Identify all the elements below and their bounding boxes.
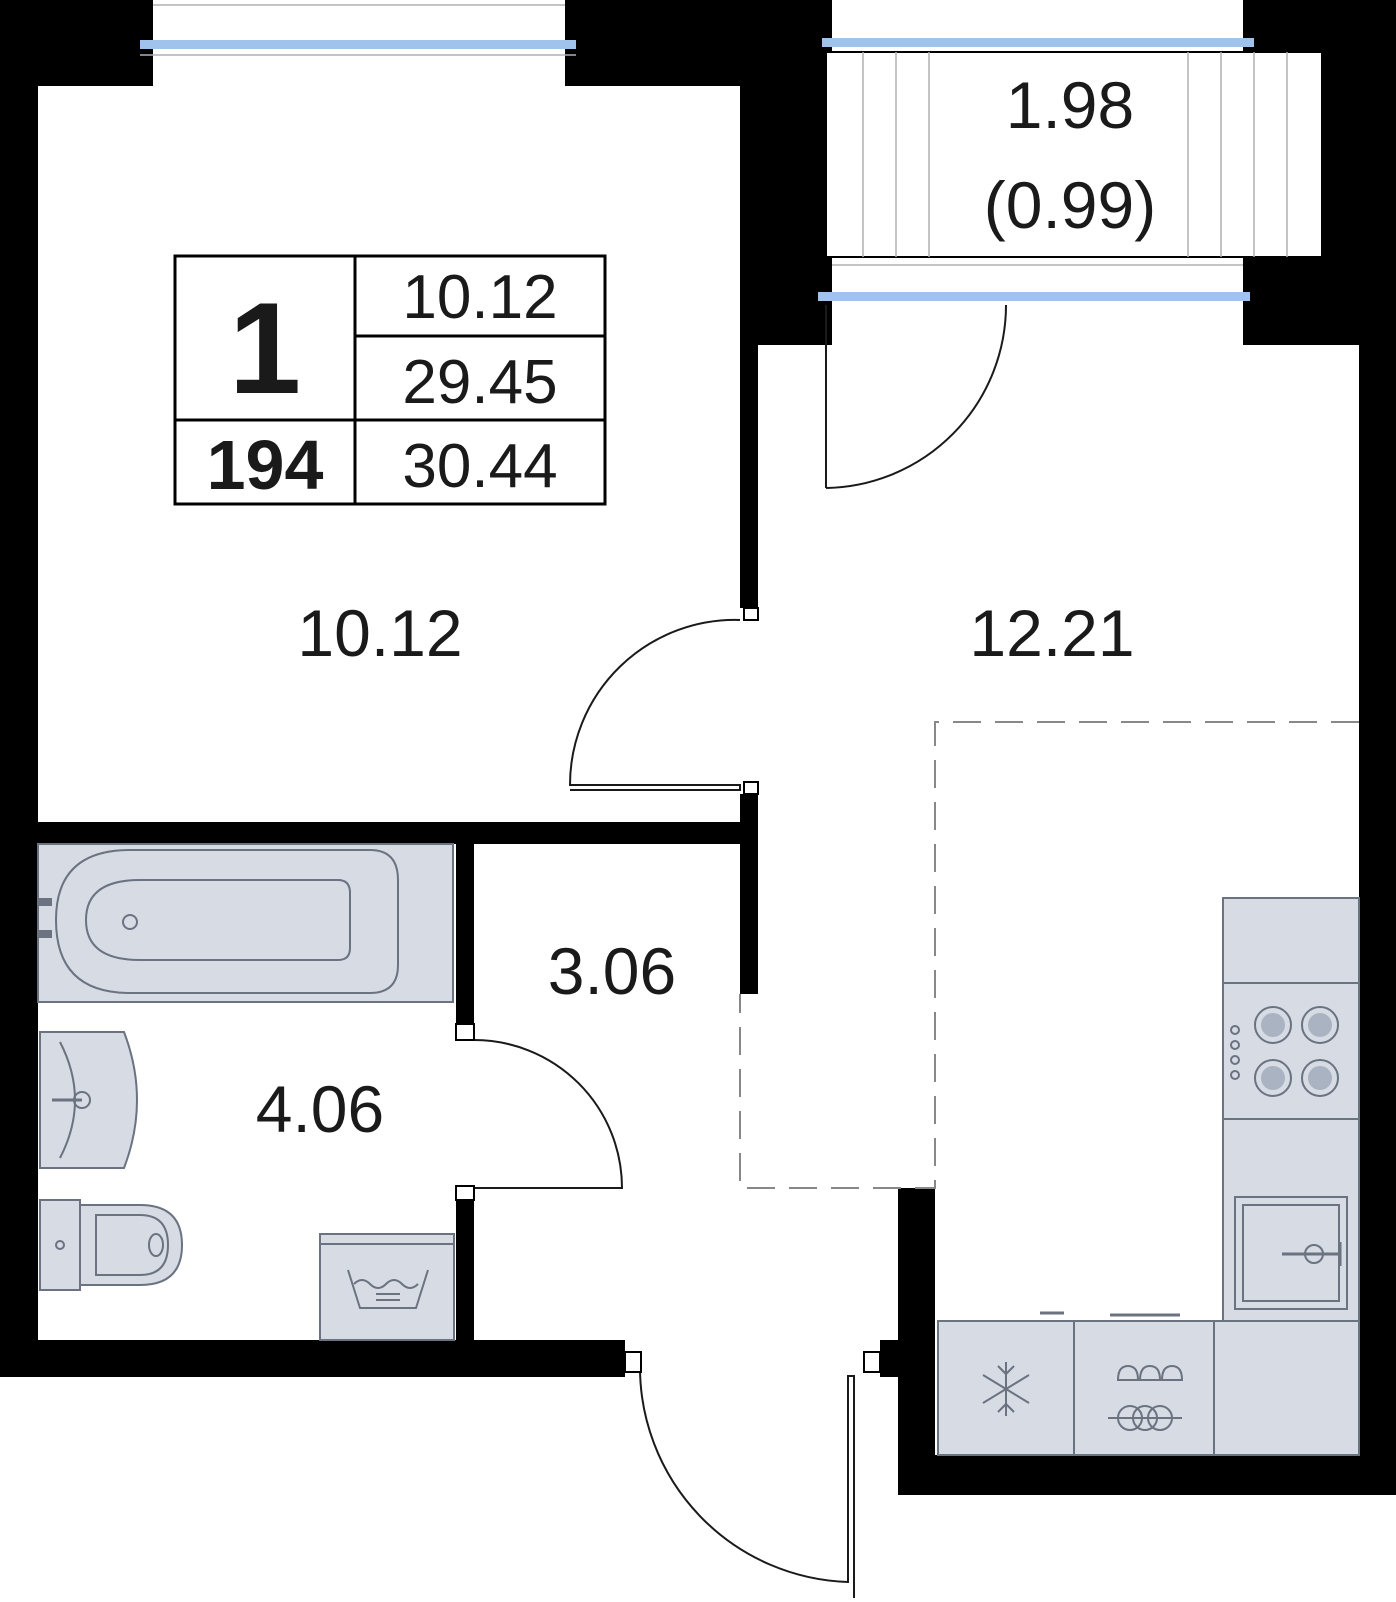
bathtub-icon bbox=[37, 843, 454, 1003]
kitchen-cabinet bbox=[1213, 1320, 1360, 1456]
dishwasher-icon bbox=[1073, 1313, 1215, 1456]
room-count: 1 bbox=[229, 275, 301, 421]
doors bbox=[455, 304, 1007, 1598]
balcony: 1.98 (0.99) bbox=[825, 51, 1323, 258]
total-area: 30.44 bbox=[402, 432, 557, 501]
toilet-icon bbox=[39, 1199, 184, 1291]
sink-icon bbox=[39, 1031, 138, 1169]
washing-machine-icon bbox=[319, 1233, 455, 1341]
stove-icon bbox=[1222, 897, 1360, 1120]
apartment-number: 194 bbox=[207, 426, 324, 504]
room-area-bathroom: 4.06 bbox=[256, 1072, 384, 1146]
windows bbox=[140, 0, 1254, 301]
balcony-reduced-area: (0.99) bbox=[984, 168, 1156, 242]
area-without-balcony: 29.45 bbox=[402, 348, 557, 417]
room-area-bedroom: 10.12 bbox=[297, 596, 462, 670]
living-area: 10.12 bbox=[402, 263, 557, 332]
room-area-hallway: 3.06 bbox=[548, 934, 676, 1008]
dashed-zone bbox=[739, 721, 1359, 1189]
balcony-area: 1.98 bbox=[1006, 68, 1134, 142]
fridge-icon bbox=[937, 1311, 1075, 1456]
kitchen-sink-icon bbox=[1222, 1118, 1360, 1322]
room-area-kitchen-living: 12.21 bbox=[969, 596, 1134, 670]
info-box: 1 194 10.12 29.45 30.44 bbox=[173, 254, 607, 506]
